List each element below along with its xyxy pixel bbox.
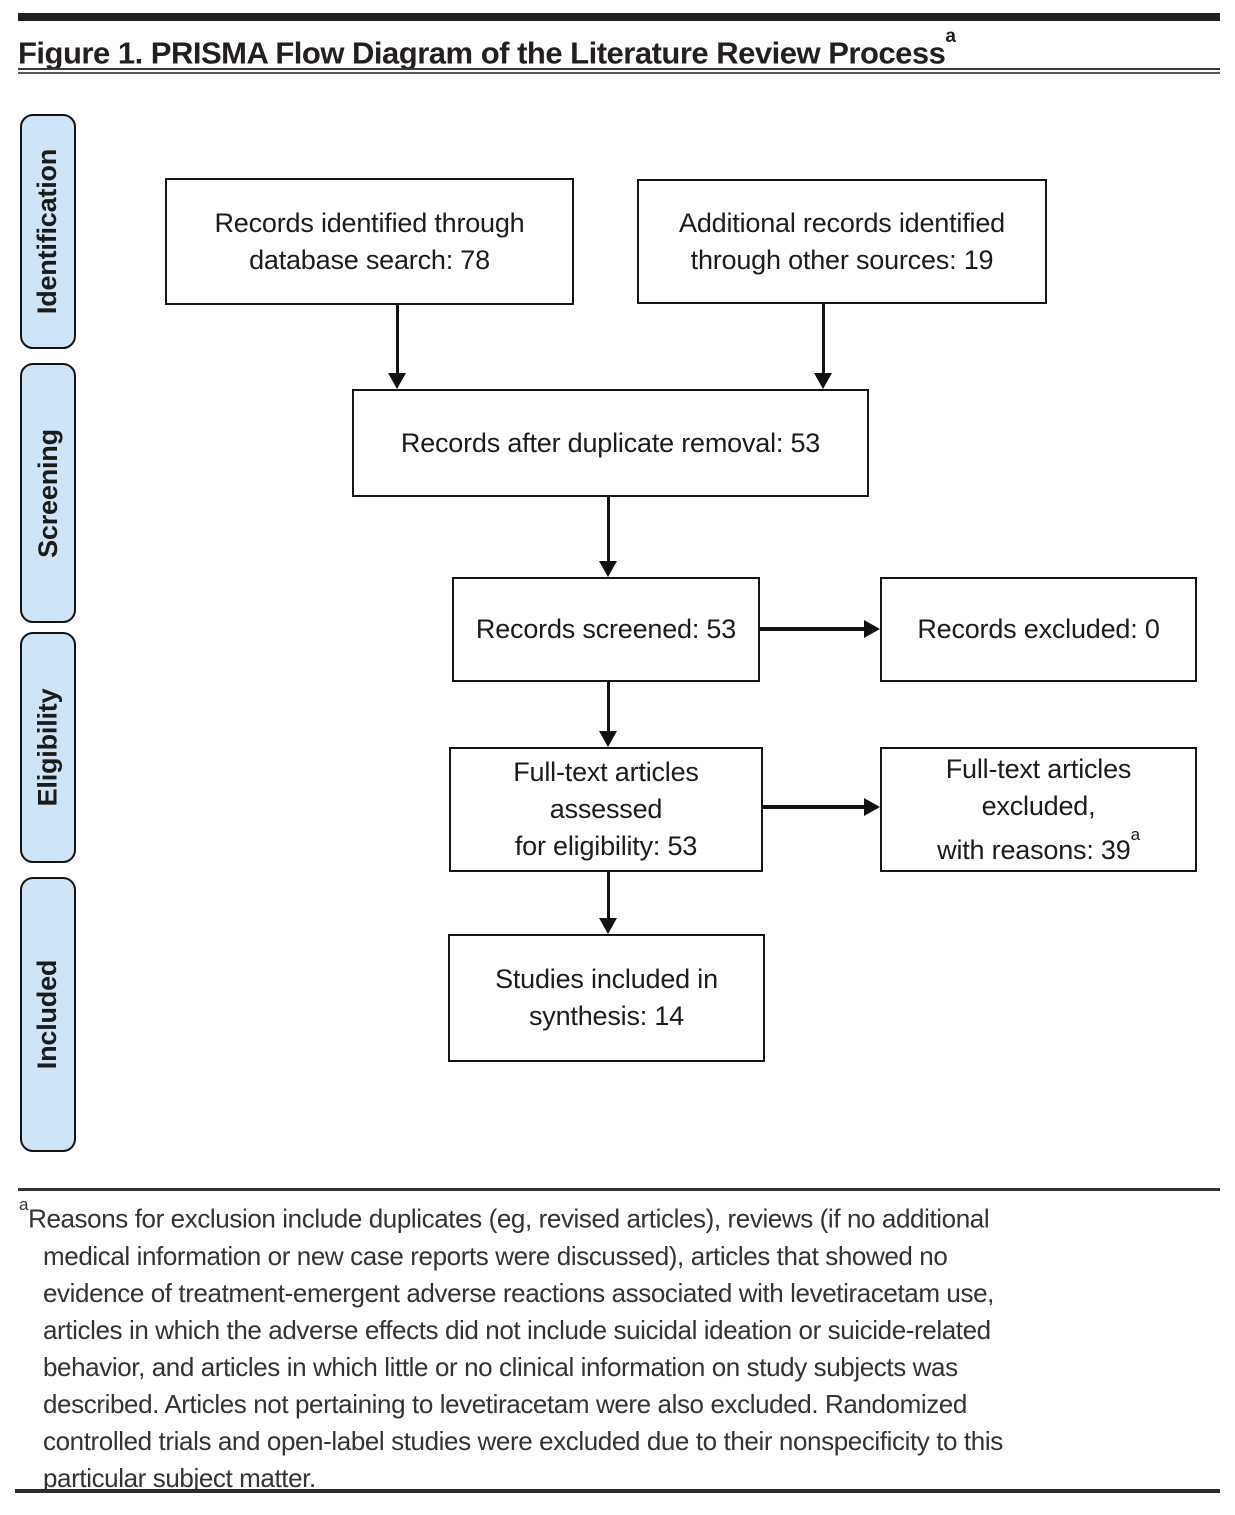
arrow-fulltext-to-included-line <box>606 872 610 918</box>
flow-box-fulltext-assessed: Full-text articles assessed for eligibil… <box>449 747 763 872</box>
footnote-rule <box>18 1188 1220 1191</box>
flow-box-studies-included: Studies included in synthesis: 14 <box>448 934 765 1062</box>
stage-label-screening: Screening <box>32 428 63 558</box>
stage-label-eligibility: Eligibility <box>32 688 63 807</box>
box-text-line: Full-text articles <box>513 757 699 787</box>
footnote-line: controlled trials and open-label studies… <box>43 1425 1003 1456</box>
flow-box-records-excluded: Records excluded: 0 <box>880 577 1197 682</box>
box-superscript: a <box>1130 824 1140 844</box>
arrow-dedup-to-screened-line <box>606 497 610 561</box>
flow-box-after-duplicates: Records after duplicate removal: 53 <box>352 389 869 497</box>
figure-title-superscript: a <box>945 26 956 47</box>
box-text-line: Records excluded: 0 <box>917 614 1160 644</box>
box-text-line: synthesis: 14 <box>529 1001 684 1031</box>
footnote-line-text: Reasons for exclusion include duplicates… <box>28 1203 990 1234</box>
footnote-line: medical information or new case reports … <box>43 1240 948 1271</box>
footnote-line: articles in which the adverse effects di… <box>43 1314 991 1345</box>
stage-box-eligibility: Eligibility <box>20 632 76 863</box>
footnote-superscript: a <box>19 1195 29 1214</box>
arrow-fulltext-to-included-head <box>599 918 617 934</box>
title-rule <box>18 68 1220 74</box>
box-text-line: through other sources: 19 <box>690 244 994 275</box>
box-text-line: Studies included in <box>495 964 718 994</box>
box-text-line: Full-text articles <box>945 753 1132 784</box>
arrow-fulltext-to-excluded-line <box>763 805 864 809</box>
box-text-line: Records identified through <box>214 207 525 238</box>
footnote-line: described. Articles not pertaining to le… <box>43 1388 967 1419</box>
arrow-dedup-to-screened-head <box>599 561 617 577</box>
box-text-line: assessed <box>549 794 663 824</box>
arrow-identified-to-dedup-head <box>388 373 406 389</box>
arrow-fulltext-to-excluded-head <box>864 798 880 816</box>
box-text-line: Records screened: 53 <box>475 614 737 644</box>
stage-box-screening: Screening <box>20 363 76 623</box>
box-text-line: Records after duplicate removal: 53 <box>400 427 821 458</box>
arrow-screened-to-excluded-line <box>760 627 864 631</box>
footnote: aReasons for exclusion include duplicate… <box>19 1194 1229 1497</box>
stage-box-identification: Identification <box>20 114 76 349</box>
arrow-additional-to-dedup-head <box>814 373 832 389</box>
stage-box-included: Included <box>20 877 76 1152</box>
flow-box-additional-records: Additional records identified through ot… <box>637 179 1047 304</box>
box-text-segment: with reasons: 39 <box>937 834 1131 865</box>
arrow-identified-to-dedup-line <box>395 305 399 373</box>
box-text-line: for eligibility: 53 <box>514 831 698 861</box>
figure-title: Figure 1. PRISMA Flow Diagram of the Lit… <box>18 26 1218 72</box>
footnote-line: aReasons for exclusion include duplicate… <box>19 1194 1229 1238</box>
flow-box-records-screened: Records screened: 53 <box>452 577 760 682</box>
stage-label-identification: Identification <box>32 148 63 315</box>
arrow-additional-to-dedup-line <box>821 304 825 373</box>
flow-box-records-identified: Records identified through database sear… <box>165 178 574 305</box>
stage-label-included: Included <box>32 959 63 1070</box>
flow-box-fulltext-excluded: Full-text articles excluded, with reason… <box>880 747 1197 872</box>
footnote-line: evidence of treatment-emergent adverse r… <box>43 1277 994 1308</box>
arrow-screened-to-excluded-head <box>864 620 880 638</box>
footnote-line: behavior, and articles in which little o… <box>43 1351 958 1382</box>
arrow-screened-to-fulltext-line <box>606 682 610 731</box>
figure-title-text: Figure 1. PRISMA Flow Diagram of the Lit… <box>18 35 946 71</box>
box-text-line: excluded, <box>981 790 1096 821</box>
arrow-screened-to-fulltext-head <box>599 731 617 747</box>
box-text-line: database search: 78 <box>249 244 490 275</box>
figure-top-bar <box>18 13 1220 21</box>
box-text-line: with reasons: 39a <box>937 825 1140 869</box>
box-text-line: Additional records identified <box>679 207 1005 238</box>
footnote-line: particular subject matter. <box>43 1462 316 1493</box>
figure-bottom-rule <box>15 1489 1220 1493</box>
